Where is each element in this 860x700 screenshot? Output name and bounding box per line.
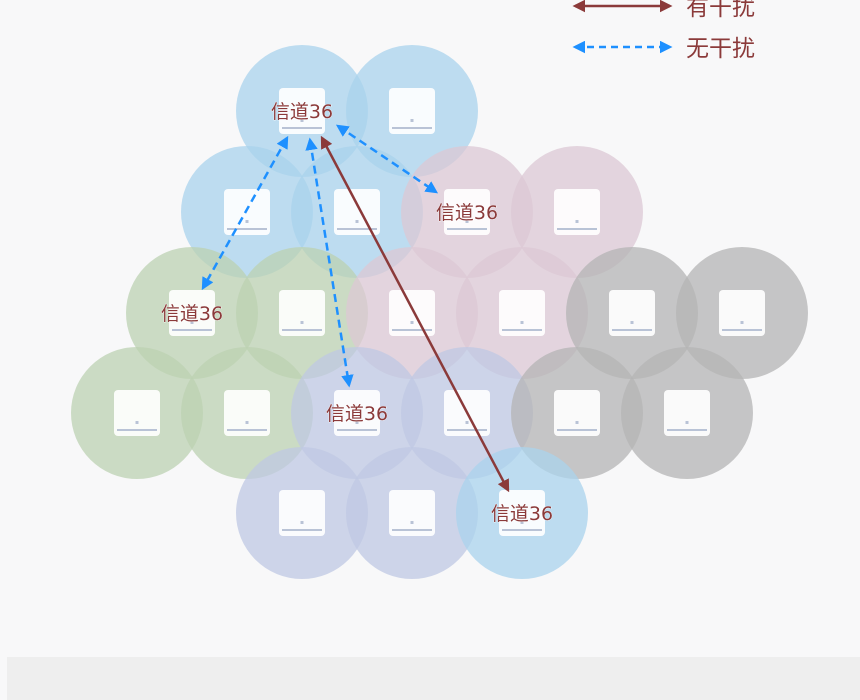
router-icon [554, 189, 600, 235]
channel-label: 信道36 [436, 202, 498, 224]
router-icon [169, 290, 215, 336]
router-icon [389, 88, 435, 134]
footer-bar [7, 657, 860, 700]
router-icon [499, 490, 545, 536]
router-icon [224, 390, 270, 436]
channel-label: 信道36 [271, 101, 333, 123]
router-icon [114, 390, 160, 436]
router-icon [279, 490, 325, 536]
router-icon [279, 290, 325, 336]
no-interference-arrow [335, 124, 439, 194]
router-icon [224, 189, 270, 235]
router-icon [664, 390, 710, 436]
no-interference-arrow [305, 137, 354, 388]
channel-label: 信道36 [161, 303, 223, 325]
router-icon [334, 189, 380, 235]
no-interference-arrow [201, 135, 289, 291]
router-icon [499, 290, 545, 336]
legend-interference-label: 有干扰 [686, 0, 755, 21]
router-icon [719, 290, 765, 336]
legend-no-interference-label: 无干扰 [686, 36, 755, 62]
channel-label: 信道36 [491, 503, 553, 525]
router-icon [279, 88, 325, 134]
channel-label: 信道36 [326, 403, 388, 425]
router-icon [389, 490, 435, 536]
router-icon [609, 290, 655, 336]
legend: 有干扰 无干扰 [572, 0, 755, 62]
arrows [201, 124, 510, 493]
router-icon [389, 290, 435, 336]
router-icon [554, 390, 600, 436]
